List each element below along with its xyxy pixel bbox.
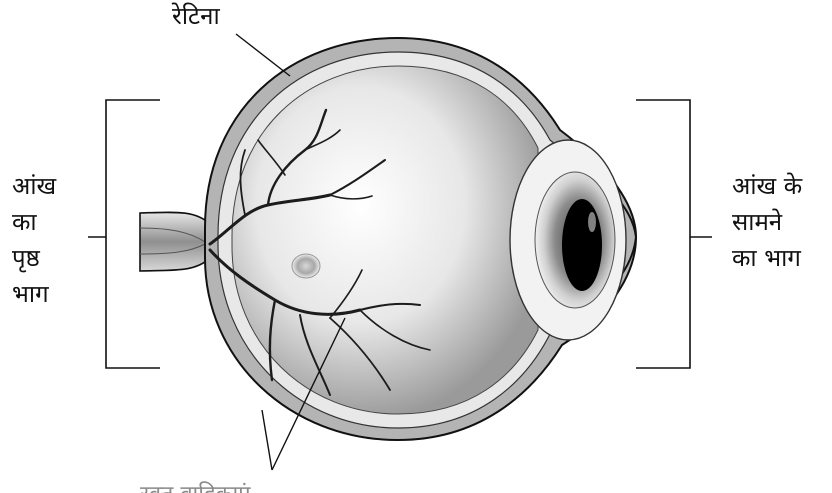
back-of-eye-label: आंख का पृष्ठ भाग [12, 168, 56, 312]
macula [292, 254, 320, 278]
front-of-eye-line-2: सामने [732, 204, 802, 240]
front-of-eye-label: आंख के सामने का भाग [732, 168, 802, 276]
back-of-eye-line-3: पृष्ठ [12, 240, 56, 276]
pupil [562, 199, 602, 291]
back-of-eye-line-1: आंख [12, 168, 56, 204]
back-of-eye-line-2: का [12, 204, 56, 240]
retina-label: रेटिना [172, 0, 220, 34]
front-of-eye-line-3: का भाग [732, 240, 802, 276]
blood-vessels-label: रक्त वाहिकाएं [140, 478, 250, 493]
back-of-eye-line-4: भाग [12, 276, 56, 312]
retina-chamber [232, 66, 538, 414]
front-of-eye-bracket [636, 100, 712, 368]
front-of-eye-line-1: आंख के [732, 168, 802, 204]
retina-leader-line [236, 34, 290, 76]
optic-nerve [140, 212, 210, 271]
